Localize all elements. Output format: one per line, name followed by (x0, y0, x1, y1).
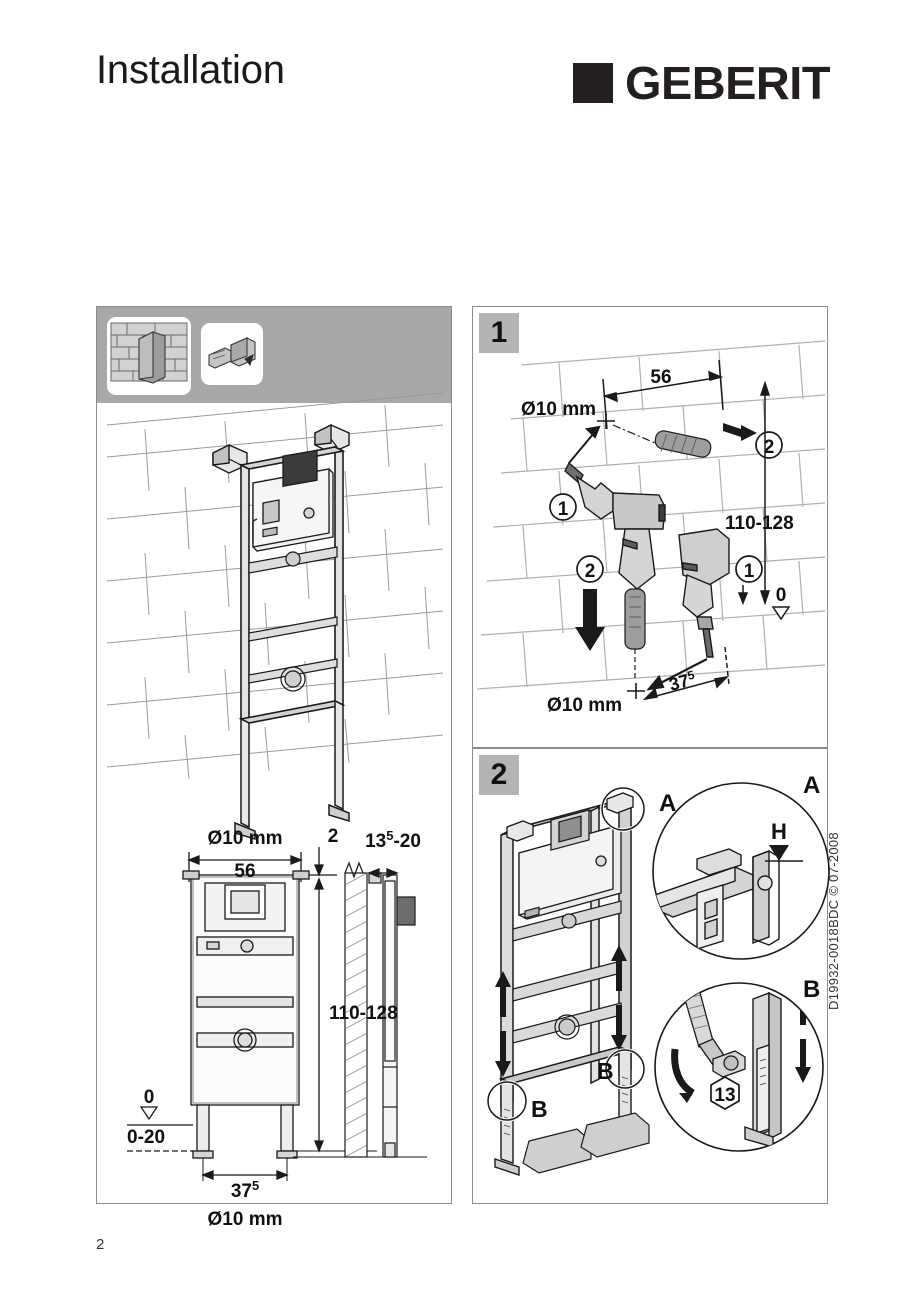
step2-detail-b-marker-left: B (531, 1096, 548, 1122)
step1-callout-plug: 2 (764, 437, 775, 458)
step1-dim-height-range: 110-128 (725, 513, 794, 534)
page-title: Installation (96, 48, 285, 92)
step2-wrench-size: 13 (714, 1085, 735, 1106)
page-number: 2 (96, 1236, 105, 1253)
dim-hole-diameter-bottom: Ø10 mm (208, 1209, 283, 1230)
step-1-badge: 1 (479, 313, 519, 353)
dim-wall-gap-sup: 5 (386, 828, 393, 843)
step1-hole-diameter-top: Ø10 mm (521, 399, 596, 420)
step1-dim-depth-375-sup: 5 (686, 668, 696, 683)
dim-offset-2: 2 (328, 826, 339, 847)
logo-square-icon (573, 63, 614, 103)
dim-width-56: 56 (234, 861, 255, 882)
step-2-panel: 2 (472, 748, 830, 1204)
svg-text:375: 375 (231, 1178, 259, 1202)
dim-height-range: 110-128 (329, 1003, 398, 1024)
dim-hole-diameter-top: Ø10 mm (208, 828, 283, 849)
step1-callout-plug-2: 2 (585, 561, 596, 582)
logo-wordmark: GEBERIT (625, 57, 831, 109)
dim-wall-gap: 13 (365, 831, 386, 852)
wall-thumbnail (107, 317, 191, 395)
step1-dim-56: 56 (650, 367, 671, 388)
datum-zero: 0 (144, 1087, 155, 1108)
dim-depth-375-sup: 5 (252, 1178, 259, 1193)
step1-callout-drill-2: 1 (744, 561, 755, 582)
step-1-illustration: 56 Ø10 mm (473, 307, 827, 747)
step-2-illustration: A B B (473, 749, 830, 1203)
svg-text:375: 375 (667, 668, 699, 695)
isometric-installation-drawing: Ø10 mm 56 2 110-128 0 0-20 375 Ø10 mm 13… (97, 307, 451, 1230)
step1-datum-zero: 0 (776, 585, 787, 606)
step2-detail-b-title: B (803, 976, 820, 1003)
step2-detail-a-height-label: H (771, 819, 787, 844)
part-thumbnail (201, 323, 263, 385)
geberit-logo: GEBERIT (573, 56, 831, 110)
step-2-badge: 2 (479, 755, 519, 795)
dim-wall-gap-end: -20 (393, 831, 420, 852)
document-code: D19932-0018BDC © 07-2008 (826, 832, 841, 1010)
dim-depth-375: 37 (231, 1181, 252, 1202)
step2-detail-b-marker-right: B (597, 1058, 614, 1084)
step1-callout-drill: 1 (558, 499, 569, 520)
overview-panel: Ø10 mm 56 2 110-128 0 0-20 375 Ø10 mm 13… (96, 306, 452, 1230)
datum-zero-range: 0-20 (127, 1127, 165, 1148)
svg-text:135-20: 135-20 (365, 828, 421, 852)
step2-detail-a-marker: A (659, 790, 676, 817)
step-1-panel: 1 (472, 306, 828, 748)
step1-hole-diameter-bottom: Ø10 mm (547, 695, 622, 716)
step2-detail-a-title: A (803, 772, 820, 799)
